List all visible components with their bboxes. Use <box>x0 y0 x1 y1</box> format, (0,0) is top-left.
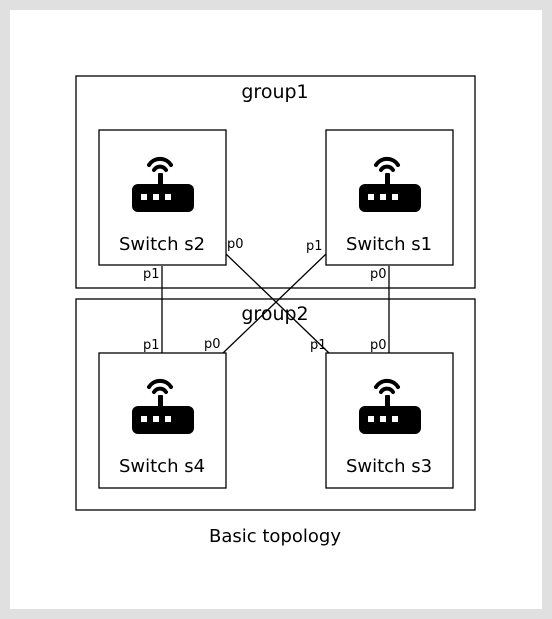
port-label-s1-p1: p1 <box>306 239 323 254</box>
group-label-group1: group1 <box>241 81 308 103</box>
port-label-s4-p0: p0 <box>204 337 221 352</box>
switch-node-s2[interactable]: Switch s2 <box>98 129 227 266</box>
group-label-group2: group2 <box>241 303 308 325</box>
group-box-group1 <box>75 75 476 289</box>
switch-node-s3[interactable]: Switch s3 <box>325 352 454 489</box>
switch-node-s4[interactable]: Switch s4 <box>98 352 227 489</box>
switch-label-s3: Switch s3 <box>346 456 432 477</box>
switch-label-s4: Switch s4 <box>119 456 205 477</box>
port-label-s1-p0: p0 <box>370 267 387 282</box>
port-label-s2-p1: p1 <box>143 267 160 282</box>
port-label-s3-p1: p1 <box>310 338 327 353</box>
link-s1-s4 <box>222 253 327 354</box>
diagram-caption: Basic topology <box>209 526 341 547</box>
switch-label-s2: Switch s2 <box>119 234 205 255</box>
port-label-s2-p0: p0 <box>227 237 244 252</box>
topology-diagram: group1 group2 Switch s2 Switch s1 Switch… <box>75 75 476 547</box>
switch-label-s1: Switch s1 <box>346 234 432 255</box>
port-label-s4-p1: p1 <box>143 338 160 353</box>
group-box-group2 <box>75 298 476 511</box>
link-s2-s3 <box>225 253 330 354</box>
switch-node-s1[interactable]: Switch s1 <box>325 129 454 266</box>
diagram-canvas: group1 group2 Switch s2 Switch s1 Switch… <box>10 10 542 609</box>
port-label-s3-p0: p0 <box>370 338 387 353</box>
